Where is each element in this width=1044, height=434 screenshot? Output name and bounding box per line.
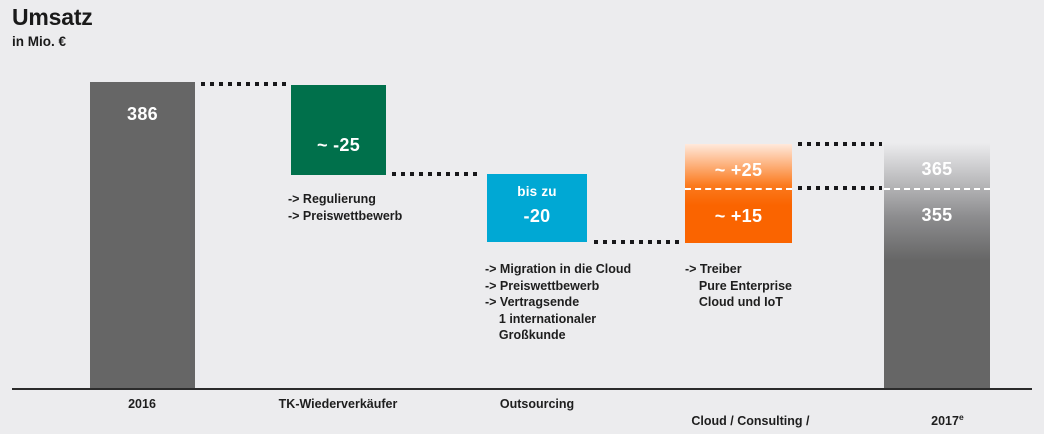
- bar-cloud-upper-value: ~ +25: [714, 160, 763, 180]
- page-title: Umsatz: [12, 4, 93, 30]
- axis-label-2017e-superscript: e: [958, 411, 964, 422]
- connector-outsourcing-to-cloud: [594, 240, 679, 244]
- axis-label-tk-wiederverkaeufer: TK-Wiederverkäufer: [278, 397, 398, 411]
- connector-cloud-to-2017-upper: [798, 142, 882, 146]
- bar-cloud-split-line: [685, 188, 792, 190]
- axis-label-cloud-line1: Cloud / Consulting /: [691, 414, 810, 428]
- connector-tk-to-outsourcing: [392, 172, 480, 176]
- annotation-outsourcing: -> Migration in die Cloud -> Preiswettbe…: [485, 262, 632, 342]
- bar-cloud-consulting: ~ +25 ~ +15: [685, 144, 792, 243]
- chart-subtitle: in Mio. €: [12, 34, 66, 49]
- axis-label-outsourcing: Outsourcing: [499, 397, 575, 411]
- bar-outsourcing-value: -20: [523, 206, 551, 226]
- axis-label-2016: 2016: [128, 397, 156, 411]
- bar-2017e-lower-value: 355: [921, 205, 953, 225]
- connector-cloud-to-2017-lower: [798, 186, 882, 190]
- axis-label-cloud-consulting: Cloud / Consulting / TK-Firmenkunden: [660, 396, 820, 434]
- bar-outsourcing-prefix: bis zu: [517, 184, 557, 199]
- bar-2016-value: 386: [127, 104, 158, 124]
- axis-label-2017e-base: 2017: [931, 414, 959, 428]
- bar-2016: 386: [90, 82, 195, 388]
- bar-cloud-lower-value: ~ +15: [714, 206, 763, 226]
- annotation-cloud-consulting: -> Treiber Pure Enterprise Cloud und IoT: [685, 262, 792, 309]
- bar-2017e-split-line: [884, 188, 990, 190]
- annotation-tk-wiederverkaeufer: -> Regulierung -> Preiswettbewerb: [288, 192, 403, 223]
- bar-tk-value: ~ -25: [316, 135, 361, 155]
- bar-outsourcing: bis zu -20: [487, 174, 587, 242]
- bar-2017e: 365 355: [884, 143, 990, 388]
- axis-baseline: [12, 388, 1032, 390]
- bar-2017e-upper-value: 365: [921, 159, 953, 179]
- axis-label-2017e: 2017e: [877, 396, 997, 434]
- connector-2016-to-tk: [201, 82, 287, 86]
- bar-tk-wiederverkaeufer: ~ -25: [291, 85, 386, 175]
